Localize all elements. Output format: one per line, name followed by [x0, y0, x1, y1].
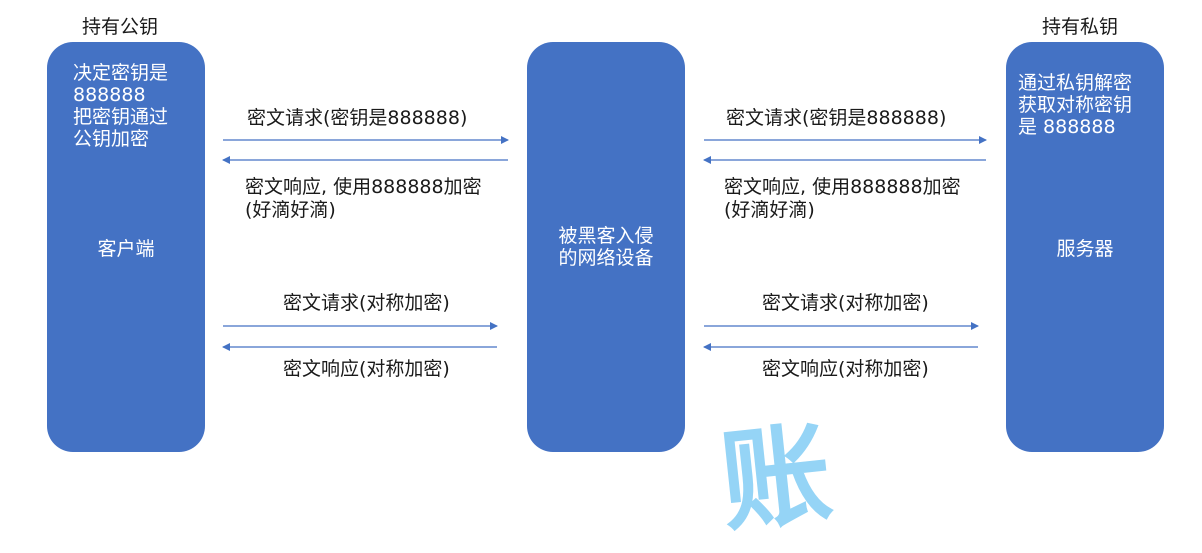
diagram: 持有公钥 持有私钥 决定密钥是 888888 把密钥通过 公钥加密 客户端 被黑…: [47, 16, 1164, 547]
left-response-2-label: 密文响应(对称加密): [283, 358, 450, 380]
server-box: 通过私钥解密 获取对称密钥 是 888888 服务器: [1006, 42, 1164, 452]
server-note: 通过私钥解密 获取对称密钥 是 888888: [1018, 72, 1133, 138]
right-response-2-label: 密文响应(对称加密): [762, 358, 929, 380]
right-request-1-label: 密文请求(密钥是888888): [726, 107, 947, 129]
right-request-2-label: 密文请求(对称加密): [762, 292, 929, 314]
server-title: 服务器: [1056, 238, 1114, 260]
compromised-device-title: 被黑客入侵 的网络设备: [558, 225, 654, 269]
left-response-1-label: 密文响应, 使用888888加密 (好滴好滴): [245, 176, 482, 221]
compromised-device-box: 被黑客入侵 的网络设备: [527, 42, 685, 452]
client-caption: 持有公钥: [82, 16, 159, 38]
client-box: 决定密钥是 888888 把密钥通过 公钥加密 客户端: [47, 42, 205, 452]
watermark: 账: [714, 408, 838, 548]
client-note: 决定密钥是 888888 把密钥通过 公钥加密: [73, 62, 169, 150]
arrows-layer: [222, 136, 987, 351]
server-caption: 持有私钥: [1042, 16, 1119, 38]
right-response-1-label: 密文响应, 使用888888加密 (好滴好滴): [724, 176, 961, 221]
client-title: 客户端: [97, 238, 155, 260]
left-request-1-label: 密文请求(密钥是888888): [247, 107, 468, 129]
left-request-2-label: 密文请求(对称加密): [283, 292, 450, 314]
